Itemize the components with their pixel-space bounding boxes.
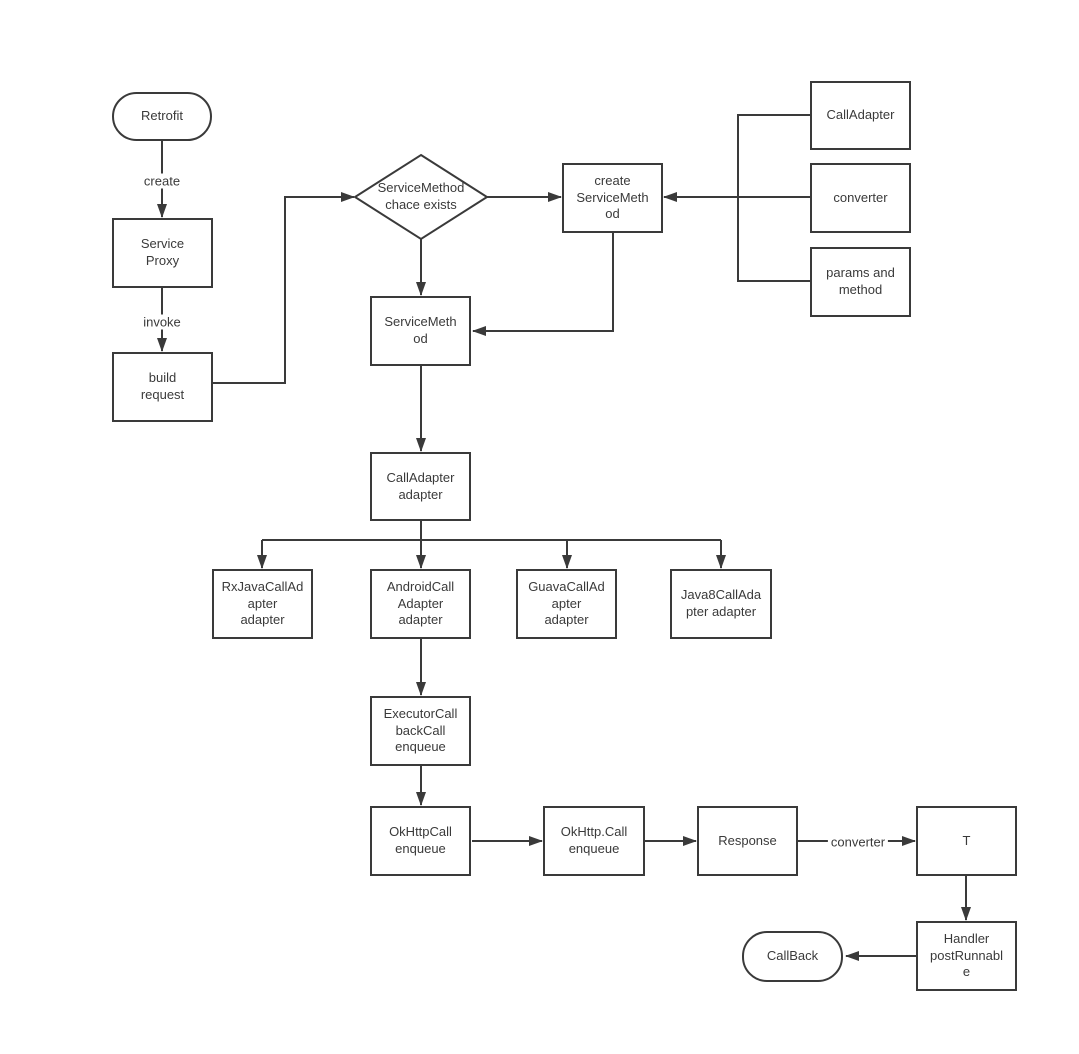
node-handler-postrunnable: Handler postRunnabl e xyxy=(916,921,1017,991)
node-service-proxy: Service Proxy xyxy=(112,218,213,288)
node-androidcall-adapter: AndroidCall Adapter adapter xyxy=(370,569,471,639)
node-guava-calladapter: GuavaCallAd apter adapter xyxy=(516,569,617,639)
node-callback: CallBack xyxy=(742,931,843,982)
node-params-and-method: params and method xyxy=(810,247,911,317)
node-retrofit: Retrofit xyxy=(112,92,212,141)
node-response: Response xyxy=(697,806,798,876)
node-okhttpcall-enqueue: OkHttpCall enqueue xyxy=(370,806,471,876)
node-okhttp-call-enqueue: OkHttp.Call enqueue xyxy=(543,806,645,876)
node-t-result: T xyxy=(916,806,1017,876)
edge-label-invoke: invoke xyxy=(140,314,184,330)
node-java8-calladapter: Java8CallAda pter adapter xyxy=(670,569,772,639)
edge-label-converter: converter xyxy=(827,834,889,850)
node-calladapter-source: CallAdapter xyxy=(810,81,911,150)
node-converter-source: converter xyxy=(810,163,911,233)
node-servicemethod-cache-exists: ServiceMethod chace exists xyxy=(377,180,465,212)
node-create-servicemethod: create ServiceMeth od xyxy=(562,163,663,233)
node-calladapter-adapter: CallAdapter adapter xyxy=(370,452,471,521)
node-rxjava-calladapter: RxJavaCallAd apter adapter xyxy=(212,569,313,639)
node-build-request: build request xyxy=(112,352,213,422)
edge-label-create: create xyxy=(140,173,184,189)
node-servicemethod: ServiceMeth od xyxy=(370,296,471,366)
node-executor-callbackcall: ExecutorCall backCall enqueue xyxy=(370,696,471,766)
